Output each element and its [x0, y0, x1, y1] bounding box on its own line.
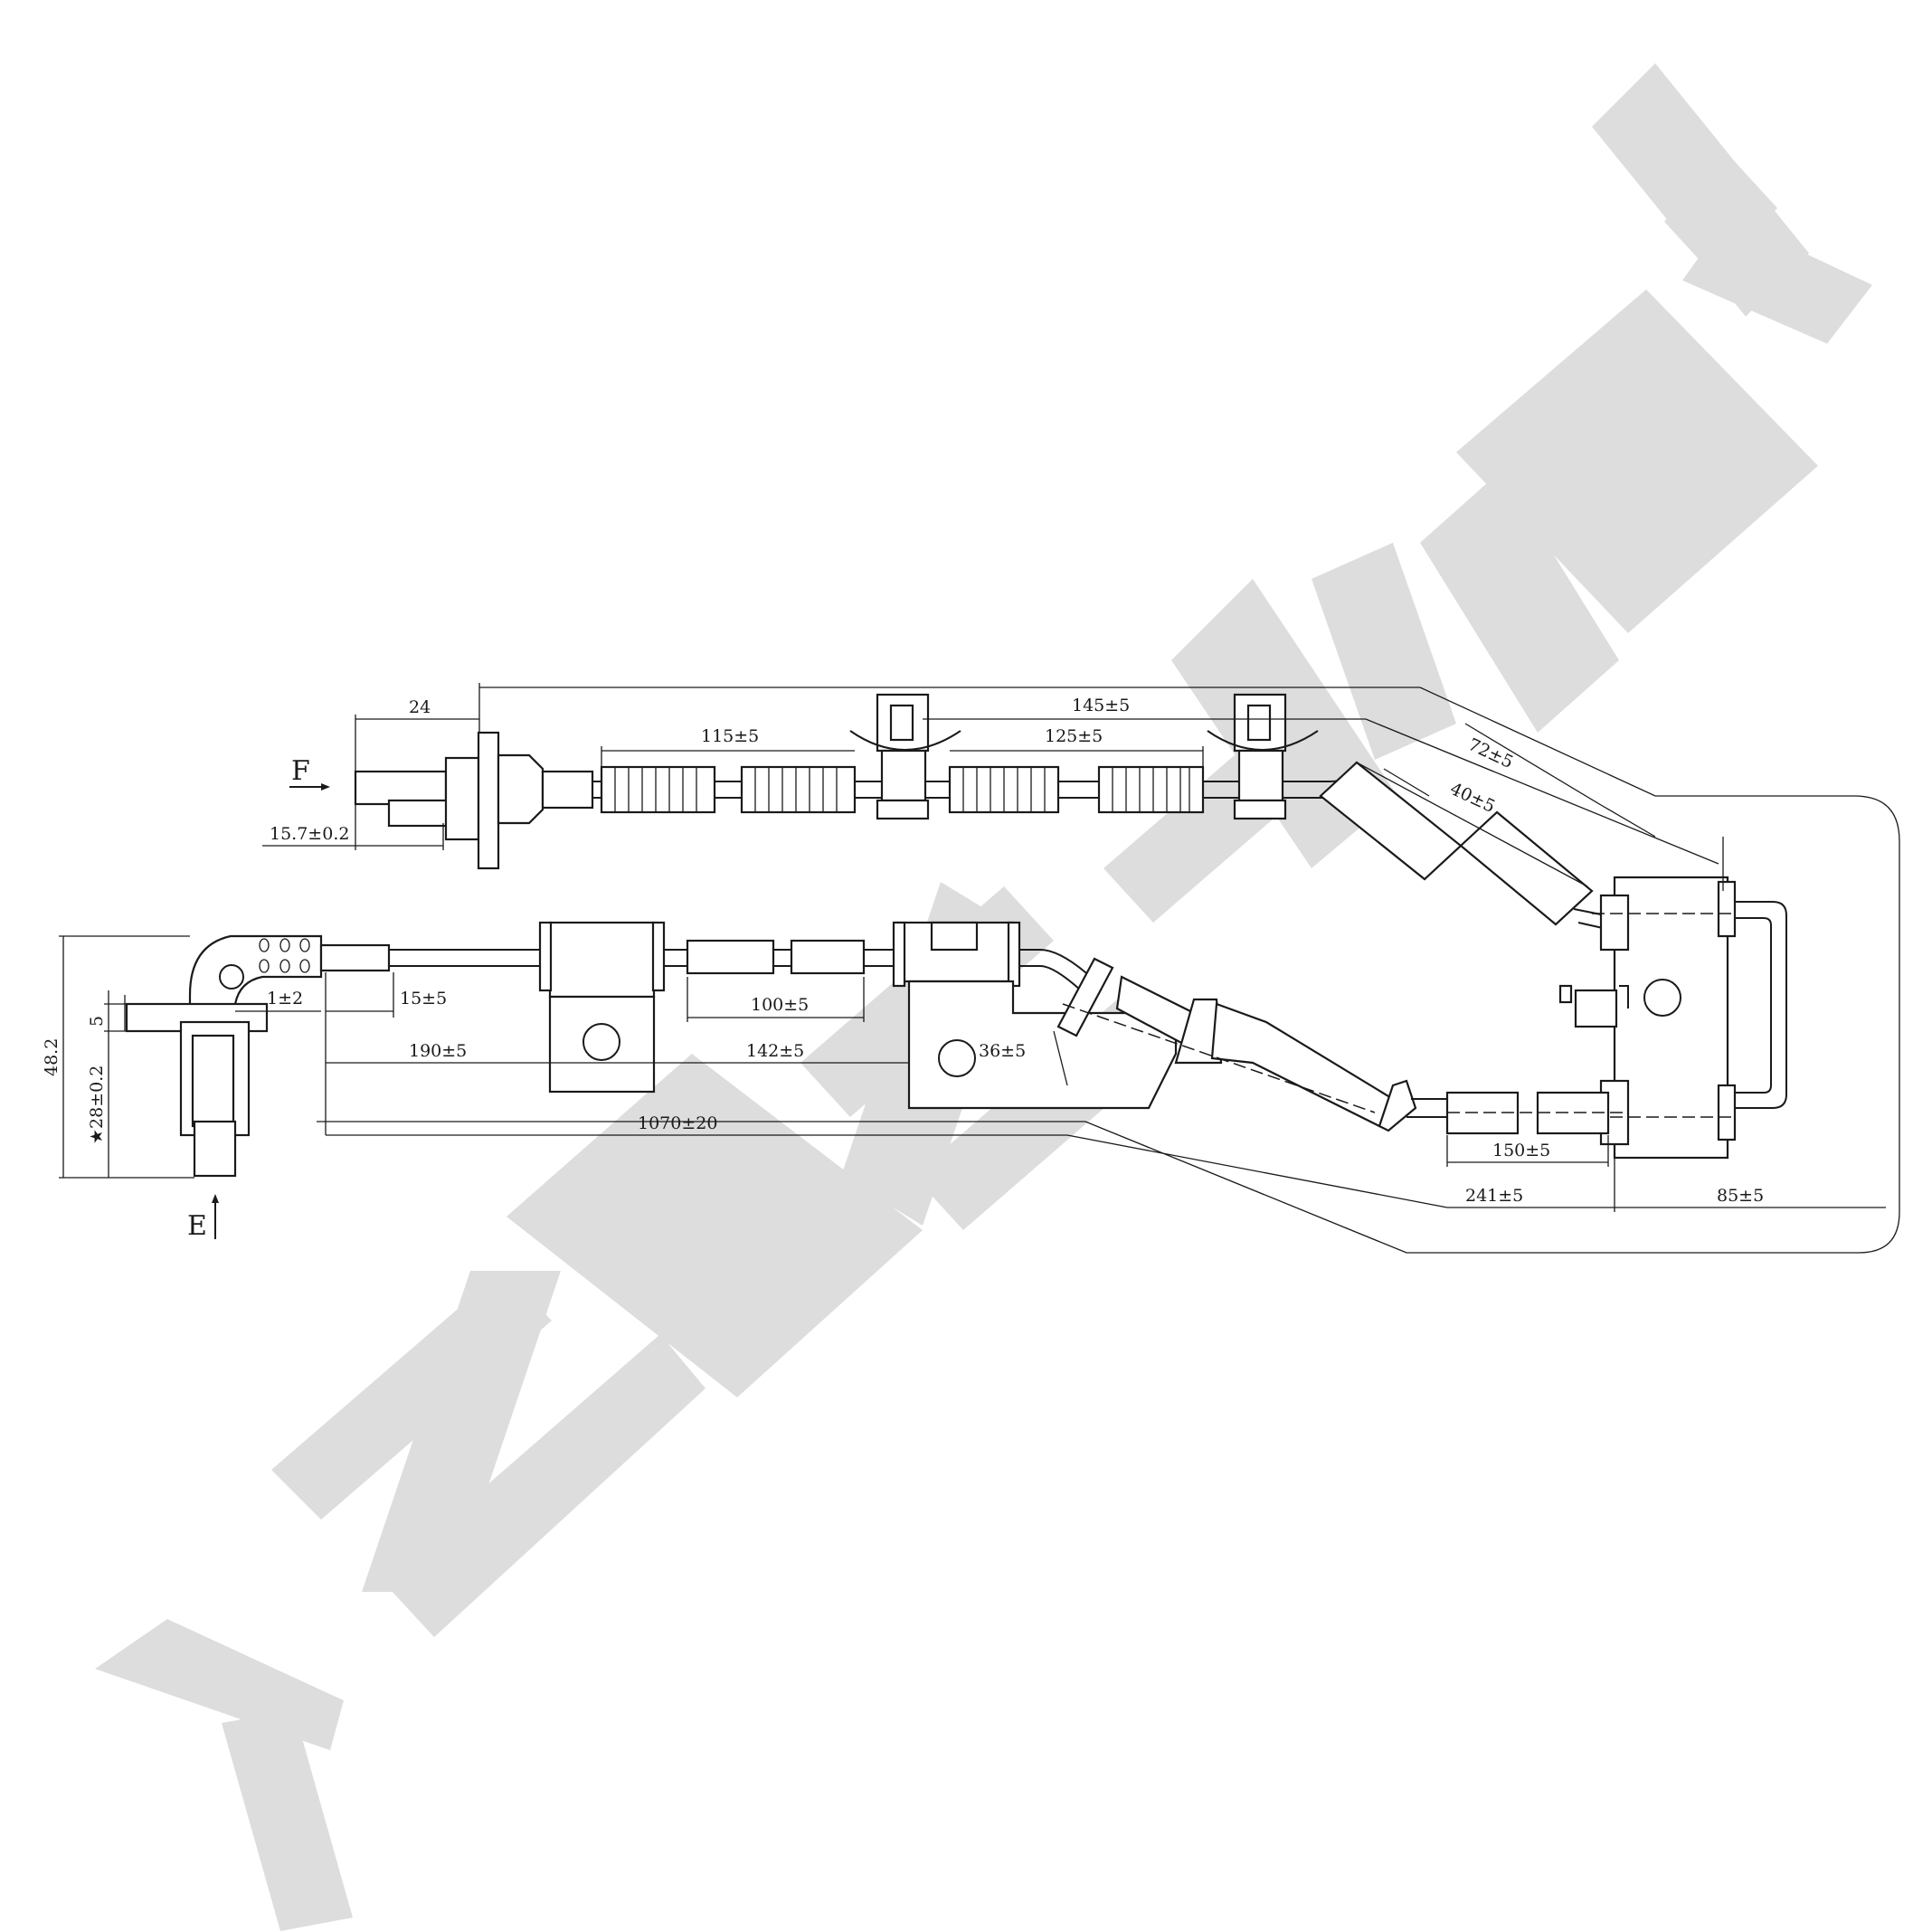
view-label-f: F	[291, 755, 310, 787]
dim-40: 40±5	[1447, 779, 1499, 817]
view-label-e: E	[187, 1210, 207, 1242]
dim-1070: 1070±20	[638, 1113, 717, 1133]
corrugated-sleeve-1	[600, 765, 1205, 814]
dim-142: 142±5	[746, 1041, 804, 1061]
dim-72: 72±5	[1465, 734, 1517, 772]
dim-241: 241±5	[1465, 1186, 1523, 1206]
dim-150: 150±5	[1492, 1141, 1550, 1160]
dim-85: 85±5	[1717, 1186, 1764, 1206]
dimension-lines	[59, 683, 1900, 1254]
dim-28: ★28±0.2	[87, 1065, 107, 1144]
dim-36: 36±5	[979, 1041, 1026, 1061]
dim-145: 145±5	[1072, 696, 1130, 715]
dim-190: 190±5	[409, 1041, 467, 1061]
dim-115: 115±5	[701, 726, 759, 746]
dim-5: 5	[87, 1016, 107, 1027]
dim-100: 100±5	[751, 995, 809, 1015]
bottom-view-cable	[125, 921, 1628, 1178]
dim-125: 125±5	[1045, 726, 1103, 746]
cable-clip-1	[849, 693, 961, 820]
dim-15: 15±5	[400, 989, 447, 1009]
top-view-cable	[354, 693, 1620, 933]
dim-1: 1±2	[267, 989, 303, 1009]
dim-15-7: 15.7±0.2	[270, 824, 349, 844]
dim-48-2: 48.2	[42, 1038, 62, 1076]
dim-24: 24	[409, 697, 431, 717]
cable-clip-2	[1207, 693, 1319, 820]
